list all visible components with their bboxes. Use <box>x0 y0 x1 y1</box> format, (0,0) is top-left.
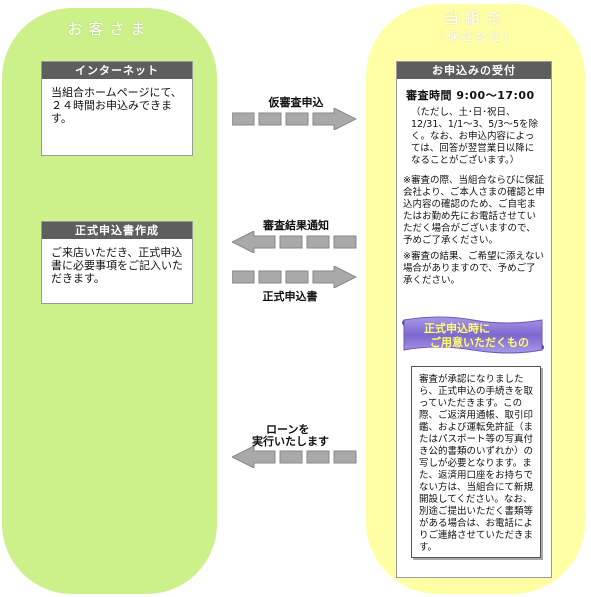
internet-box-header: インターネット <box>42 62 192 79</box>
label-provisional-application: 仮審査申込 <box>268 96 324 109</box>
documents-banner: 正式申込時に ご用意いただくもの <box>402 316 544 354</box>
review-phone-notice: ※審査の際、当組合ならびに保証会社より、ご本人さまの確認と申込内容の確認のため、… <box>403 175 545 246</box>
internet-box-body: 当組合ホームページにて、２４時間お申込みできます。 <box>51 86 182 125</box>
union-lane-title: 当組合 <box>443 9 507 27</box>
label-loan-line1: ローンを <box>266 423 310 436</box>
banner-line1: 正式申込時に <box>424 321 490 335</box>
label-formal-application: 正式申込書 <box>262 290 318 303</box>
formal-application-header: 正式申込書作成 <box>42 222 192 239</box>
customer-lane-title: お客さま <box>67 20 152 38</box>
formal-application-box: 正式申込書作成 ご来店いただき、正式申込書に必要事項をご記入いただきます。 <box>41 221 193 304</box>
arrow-left-result <box>232 231 357 253</box>
documents-text: 審査が承認になりましたら、正式申込の手続きを取っていただきます。この際、ご返済用… <box>419 374 534 553</box>
arrow-right-formal <box>232 266 357 288</box>
reception-header: お申込みの受付 <box>397 62 551 79</box>
arrow-right-provisional <box>232 108 357 130</box>
documents-box: 審査が承認になりましたら、正式申込の手続きを取っていただきます。この際、ご返済用… <box>411 366 541 558</box>
review-hours: 審査時間 9:00～17:00 <box>406 89 535 102</box>
label-loan-line2: 実行いたします <box>252 435 329 448</box>
formal-application-body: ご来店いただき、正式申込書に必要事項をご記入いただきます。 <box>51 246 183 285</box>
label-loan-execution: ローンを 実行いたします <box>252 424 362 448</box>
label-review-result: 審査結果通知 <box>263 219 329 232</box>
union-lane-subtitle: （保証会社） <box>433 30 518 43</box>
review-hours-note: （ただし、土･日･祝日、12/31、1/1～3、5/3～5を除く。なお、お申込内… <box>411 107 539 166</box>
banner-line2: ご用意いただくもの <box>430 335 529 349</box>
arrow-left-loan <box>232 446 357 468</box>
review-result-notice: ※審査の結果、ご希望に添えない場合がありますので、予めご了承ください。 <box>403 251 544 286</box>
internet-box: インターネット 当組合ホームページにて、２４時間お申込みできます。 <box>41 61 193 156</box>
